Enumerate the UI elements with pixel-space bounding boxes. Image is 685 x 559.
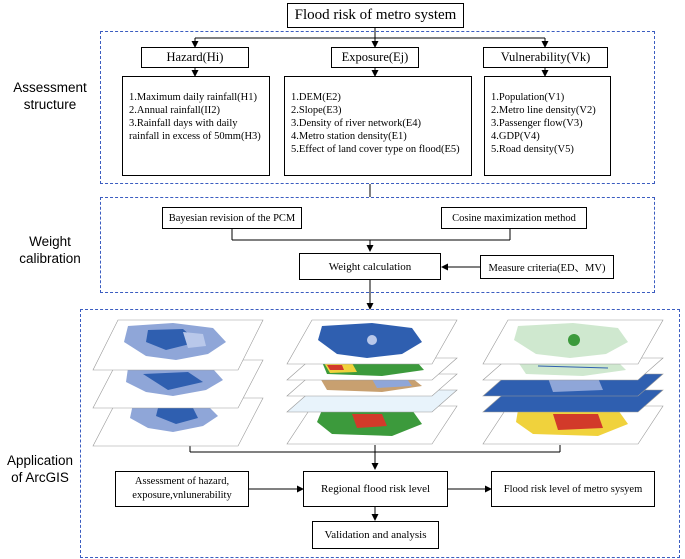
vulnerability-map-stack	[482, 319, 664, 445]
exposure-item-1: 1.DEM(E2)	[291, 92, 341, 103]
application-label-line-2: of ArcGIS	[11, 470, 69, 485]
vulnerability-header-text: Vulnerability(Vk)	[500, 50, 591, 64]
exposure-header-text: Exposure(Ej)	[341, 50, 409, 64]
bayesian-text: Bayesian revision of the PCM	[168, 212, 296, 224]
vulnerability-item-1: 1.Population(V1)	[491, 92, 565, 103]
vulnerability-list: 1.Population(V1) 2.Metro line density(V2…	[484, 76, 611, 176]
cosine-text: Cosine maximization method	[452, 212, 576, 224]
weight-label: Weight calibration	[4, 233, 96, 267]
assessment-section	[100, 31, 655, 184]
exposure-item-4: 4.Metro station density(E1)	[291, 131, 407, 142]
exposure-item-5: 5.Effect of land cover type on flood(E5)	[291, 144, 460, 155]
application-label-line-1: Application	[6, 453, 74, 468]
application-section	[80, 309, 680, 558]
bayesian-box: Bayesian revision of the PCM	[162, 207, 302, 229]
vulnerability-item-4: 4.GDP(V4)	[491, 131, 540, 142]
exposure-map-layer-5	[286, 405, 458, 445]
exposure-header: Exposure(Ej)	[331, 47, 419, 68]
assessment-hve-line-2: exposure,vnlunerability	[132, 490, 232, 501]
regional-risk-box: Regional flood risk level	[303, 471, 448, 507]
weight-label-line-1: Weight	[29, 234, 71, 249]
hazard-header: Hazard(Hi)	[141, 47, 249, 68]
regional-risk-text: Regional flood risk level	[320, 483, 431, 495]
application-label: Application of ArcGIS	[0, 452, 80, 486]
vulnerability-item-3: 3.Passenger flow(V3)	[491, 118, 583, 129]
vulnerability-item-2: 2.Metro line density(V2)	[491, 105, 596, 116]
assessment-hve-box: Assessment of hazard, exposure,vnlunerab…	[115, 471, 249, 507]
weight-calculation-box: Weight calculation	[299, 253, 441, 280]
vulnerability-map-layer-1	[482, 319, 664, 365]
assessment-label: Assessment structure	[4, 79, 96, 113]
hazard-map-layer-1	[92, 319, 264, 371]
measure-criteria-box: Measure criteria(ED、MV)	[480, 255, 614, 279]
hazard-item-1: 1.Maximum daily rainfall(H1)	[129, 92, 258, 103]
validation-box: Validation and analysis	[312, 521, 439, 549]
hazard-header-text: Hazard(Hi)	[166, 50, 224, 64]
hazard-item-3: 3.Rainfall days with daily	[129, 118, 238, 129]
weight-calculation-text: Weight calculation	[328, 260, 412, 273]
title-text: Flood risk of metro system	[294, 7, 457, 23]
measure-criteria-text: Measure criteria(ED、MV)	[488, 262, 606, 274]
vulnerability-map-layer-5	[482, 405, 664, 445]
validation-text: Validation and analysis	[324, 529, 427, 541]
title-box: Flood risk of metro system	[287, 3, 464, 28]
weight-label-line-2: calibration	[19, 251, 81, 266]
metro-risk-text: Flood risk level of metro sysyem	[503, 483, 643, 495]
hazard-item-2: 2.Annual rainfall(II2)	[129, 105, 220, 116]
weight-section	[100, 197, 655, 293]
exposure-list: 1.DEM(E2) 2.Slope(E3) 3.Density of river…	[284, 76, 472, 176]
exposure-item-3: 3.Density of river network(E4)	[291, 118, 422, 129]
hazard-map-layer-2	[92, 359, 264, 409]
hazard-item-3-cont: rainfall in excess of 50mm(H3)	[129, 131, 261, 142]
exposure-map-stack	[286, 319, 458, 445]
hazard-list: 1.Maximum daily rainfall(H1) 2.Annual ra…	[122, 76, 270, 176]
assessment-label-line-1: Assessment	[13, 80, 87, 95]
metro-risk-box: Flood risk level of metro sysyem	[491, 471, 655, 507]
exposure-item-2: 2.Slope(E3)	[291, 105, 342, 116]
assessment-hve-line-1: Assessment of hazard,	[134, 476, 230, 487]
vulnerability-item-5: 5.Road density(V5)	[491, 144, 574, 155]
vulnerability-header: Vulnerability(Vk)	[483, 47, 608, 68]
exposure-map-layer-1	[286, 319, 458, 365]
assessment-label-line-2: structure	[23, 97, 77, 112]
hazard-map-stack	[92, 319, 264, 447]
cosine-box: Cosine maximization method	[441, 207, 587, 229]
